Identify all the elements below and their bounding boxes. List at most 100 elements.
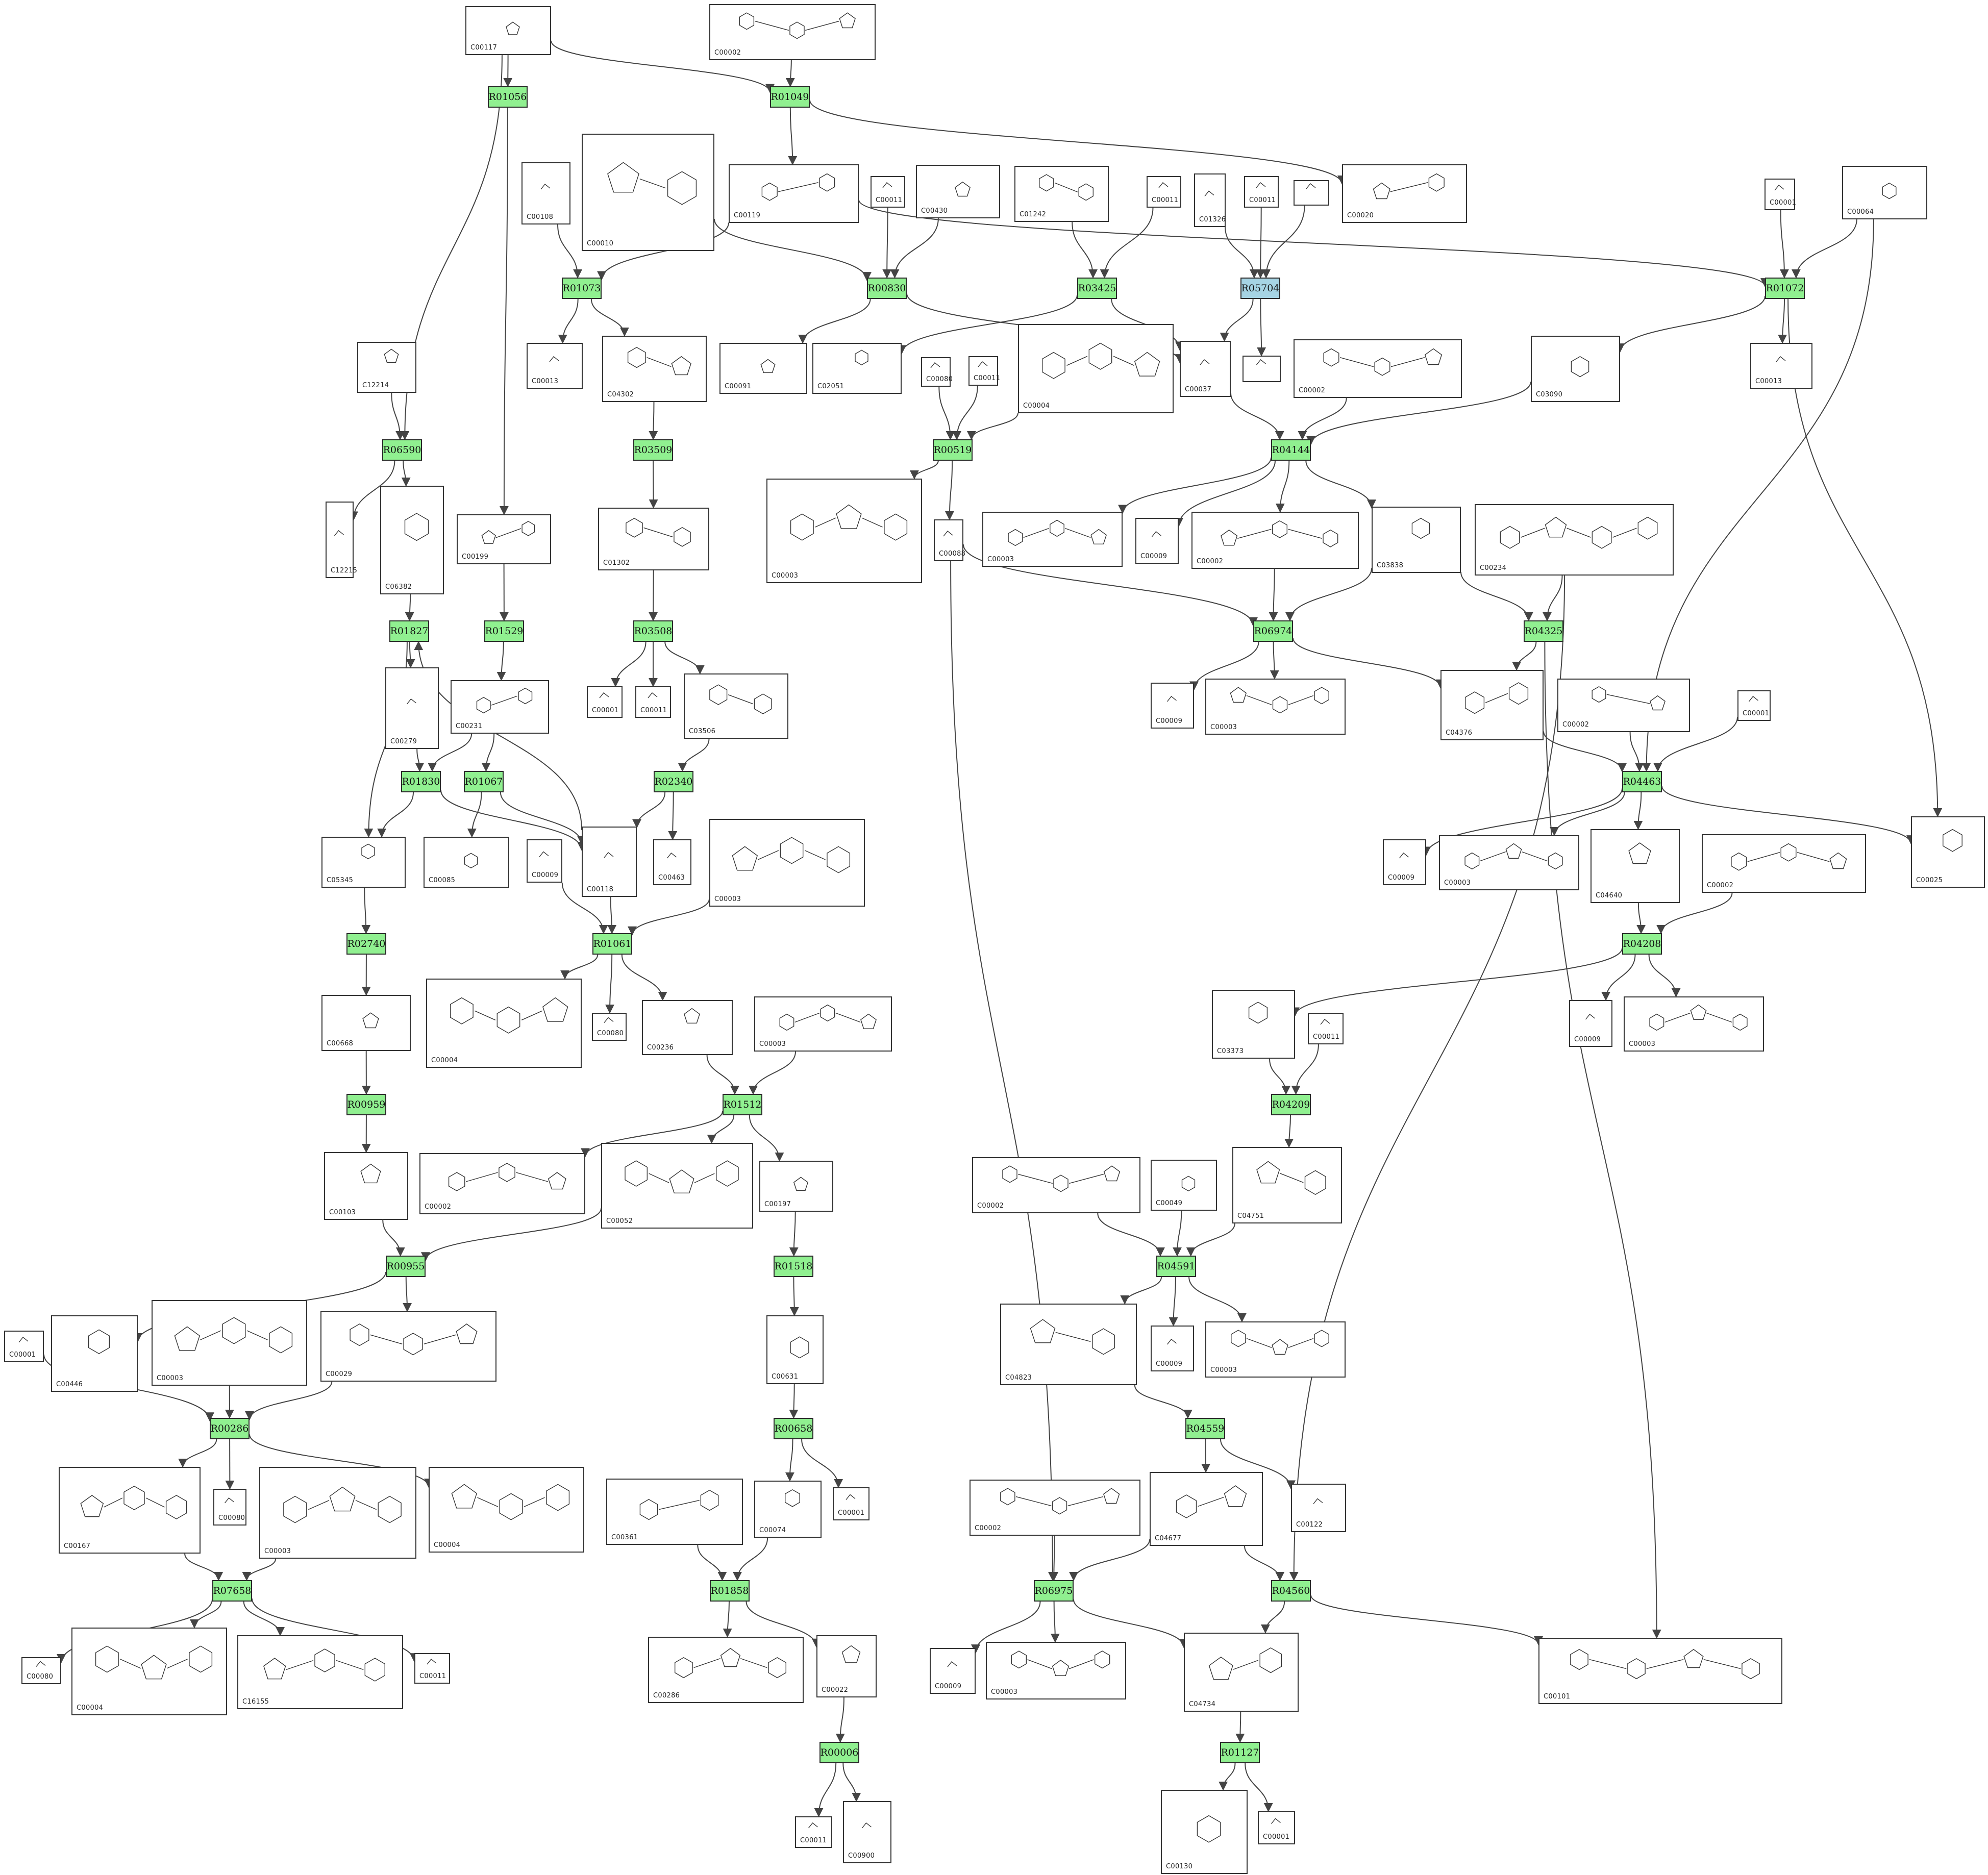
- compound-node[interactable]: C00029: [320, 1311, 496, 1382]
- compound-node[interactable]: C00011: [1244, 176, 1279, 208]
- reaction-node[interactable]: R01827: [389, 620, 429, 642]
- compound-node[interactable]: C00011: [414, 1653, 450, 1684]
- compound-node[interactable]: C04751: [1232, 1147, 1342, 1223]
- compound-node[interactable]: C00118: [582, 827, 637, 897]
- compound-node[interactable]: C00236: [642, 1000, 733, 1055]
- compound-node[interactable]: C01302: [598, 508, 709, 570]
- reaction-node[interactable]: R01067: [464, 771, 504, 792]
- compound-node[interactable]: C00130: [1161, 1790, 1248, 1874]
- compound-node[interactable]: C00011: [871, 176, 905, 208]
- compound-node[interactable]: C00002: [1191, 512, 1359, 569]
- reaction-node[interactable]: R04591: [1156, 1256, 1196, 1277]
- compound-node[interactable]: C00074: [754, 1481, 822, 1538]
- reaction-node[interactable]: R02340: [654, 771, 693, 792]
- compound-node[interactable]: C00091: [719, 343, 807, 394]
- compound-node[interactable]: C00199: [457, 514, 551, 564]
- reaction-node[interactable]: R04144: [1271, 439, 1311, 461]
- compound-node[interactable]: C00001: [1765, 179, 1796, 210]
- compound-node[interactable]: C00003: [1205, 679, 1346, 735]
- compound-node[interactable]: C00003: [982, 512, 1123, 567]
- compound-node[interactable]: C00004: [429, 1467, 584, 1553]
- compound-node[interactable]: C00003: [709, 819, 865, 907]
- compound-node[interactable]: C00009: [1151, 683, 1194, 729]
- compound-node[interactable]: C00119: [729, 164, 859, 223]
- compound-node[interactable]: C00446: [51, 1315, 138, 1392]
- compound-node[interactable]: C00009: [1383, 839, 1426, 885]
- reaction-node[interactable]: R01049: [770, 86, 810, 108]
- compound-node[interactable]: C00001: [1258, 1811, 1295, 1844]
- compound-node[interactable]: C00020: [1342, 164, 1467, 223]
- compound-node[interactable]: C00430: [916, 165, 1000, 218]
- compound-node[interactable]: C00009: [1151, 1326, 1194, 1371]
- compound-node[interactable]: C00231: [451, 680, 549, 734]
- reaction-node[interactable]: R01072: [1765, 278, 1805, 299]
- compound-node[interactable]: C00103: [324, 1152, 408, 1220]
- reaction-node[interactable]: R01529: [484, 620, 524, 642]
- reaction-node[interactable]: R00955: [386, 1256, 426, 1277]
- compound-node[interactable]: C05345: [321, 837, 406, 888]
- reaction-node[interactable]: R05704: [1240, 278, 1280, 299]
- reaction-node[interactable]: R04208: [1622, 933, 1662, 955]
- compound-node[interactable]: C00003: [754, 996, 892, 1052]
- compound-node[interactable]: C00011: [635, 686, 671, 718]
- compound-node[interactable]: C00003: [152, 1300, 307, 1386]
- compound-node[interactable]: C00080: [21, 1657, 61, 1684]
- compound-node[interactable]: C00003: [986, 1642, 1126, 1699]
- compound-node[interactable]: C00009: [930, 1648, 976, 1694]
- compound-node[interactable]: C12214: [357, 342, 416, 393]
- compound-node[interactable]: C04823: [1000, 1304, 1137, 1385]
- compound-node[interactable]: C00108: [521, 162, 570, 224]
- compound-node[interactable]: C00900: [843, 1801, 891, 1863]
- reaction-node[interactable]: R03508: [633, 620, 673, 642]
- compound-node[interactable]: C01326: [1194, 173, 1226, 227]
- compound-node[interactable]: C03373: [1212, 990, 1295, 1059]
- reaction-node[interactable]: R00658: [774, 1418, 813, 1439]
- compound-node[interactable]: C02051: [812, 343, 902, 394]
- compound-node[interactable]: C00003: [1439, 835, 1579, 890]
- compound-node[interactable]: C00001: [1737, 690, 1771, 721]
- compound-node[interactable]: C00361: [606, 1479, 743, 1545]
- compound-node[interactable]: C04376: [1440, 670, 1544, 740]
- compound-node[interactable]: C00080: [921, 357, 953, 387]
- reaction-node[interactable]: R03509: [633, 439, 673, 461]
- reaction-node[interactable]: R01518: [774, 1256, 813, 1277]
- compound-node[interactable]: C00013: [1750, 343, 1812, 389]
- compound-node[interactable]: C00002: [419, 1153, 585, 1214]
- compound-node[interactable]: C00049: [1151, 1160, 1217, 1211]
- compound-node[interactable]: C00002: [1294, 339, 1462, 398]
- compound-node[interactable]: C00004: [426, 979, 582, 1068]
- compound-node[interactable]: C12215: [326, 502, 357, 578]
- compound-node[interactable]: C00117: [465, 6, 551, 55]
- compound-node[interactable]: C00037: [1180, 341, 1231, 397]
- reaction-node[interactable]: R04325: [1524, 620, 1563, 642]
- reaction-node[interactable]: R00519: [933, 439, 973, 461]
- compound-node[interactable]: C00080: [213, 1489, 246, 1526]
- reaction-node[interactable]: R01061: [592, 933, 632, 955]
- compound-node[interactable]: C00003: [1205, 1321, 1346, 1378]
- compound-node[interactable]: [1242, 356, 1281, 382]
- compound-node[interactable]: C00011: [1308, 1013, 1344, 1044]
- compound-node[interactable]: C00085: [424, 837, 509, 888]
- compound-node[interactable]: C00002: [709, 4, 876, 60]
- compound-node[interactable]: C00011: [795, 1816, 832, 1848]
- reaction-node[interactable]: R06590: [382, 439, 422, 461]
- compound-node[interactable]: C03506: [684, 673, 788, 739]
- compound-node[interactable]: C00022: [816, 1635, 877, 1697]
- compound-node[interactable]: C00234: [1475, 504, 1674, 576]
- compound-node[interactable]: C00001: [587, 686, 623, 718]
- compound-node[interactable]: C00013: [527, 343, 583, 389]
- compound-node[interactable]: C00002: [970, 1480, 1140, 1536]
- compound-node[interactable]: C00279: [385, 667, 439, 749]
- compound-node[interactable]: C00003: [1624, 996, 1764, 1052]
- compound-node[interactable]: C00001: [4, 1331, 44, 1362]
- compound-node[interactable]: C00002: [1702, 834, 1866, 893]
- compound-node[interactable]: C03090: [1531, 336, 1620, 402]
- compound-node[interactable]: C00064: [1842, 166, 1927, 219]
- compound-node[interactable]: C00009: [1135, 518, 1179, 564]
- compound-node[interactable]: C00011: [1147, 176, 1181, 208]
- reaction-node[interactable]: R04560: [1271, 1580, 1311, 1602]
- reaction-node[interactable]: R01056: [488, 86, 528, 108]
- compound-node[interactable]: C00009: [527, 839, 562, 883]
- compound-node[interactable]: C00025: [1911, 816, 1985, 888]
- compound-node[interactable]: [1294, 180, 1329, 206]
